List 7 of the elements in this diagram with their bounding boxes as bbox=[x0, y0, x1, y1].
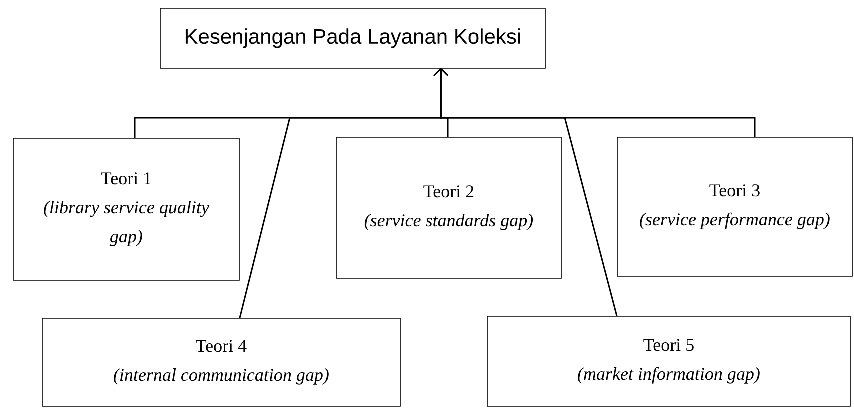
theory-box: Teori 4 (internal communication gap) bbox=[42, 318, 401, 407]
theory-box: Teori 5 (market information gap) bbox=[487, 316, 851, 407]
theory-box: Teori 1 (library service quality gap) bbox=[13, 138, 240, 281]
theory-box: Teori 2 (service standards gap) bbox=[336, 137, 562, 279]
arrow bbox=[434, 68, 618, 316]
theory-box: Teori 3 (service performance gap) bbox=[617, 137, 853, 277]
title-box: Kesenjangan Pada Layanan Koleksi bbox=[160, 8, 546, 69]
